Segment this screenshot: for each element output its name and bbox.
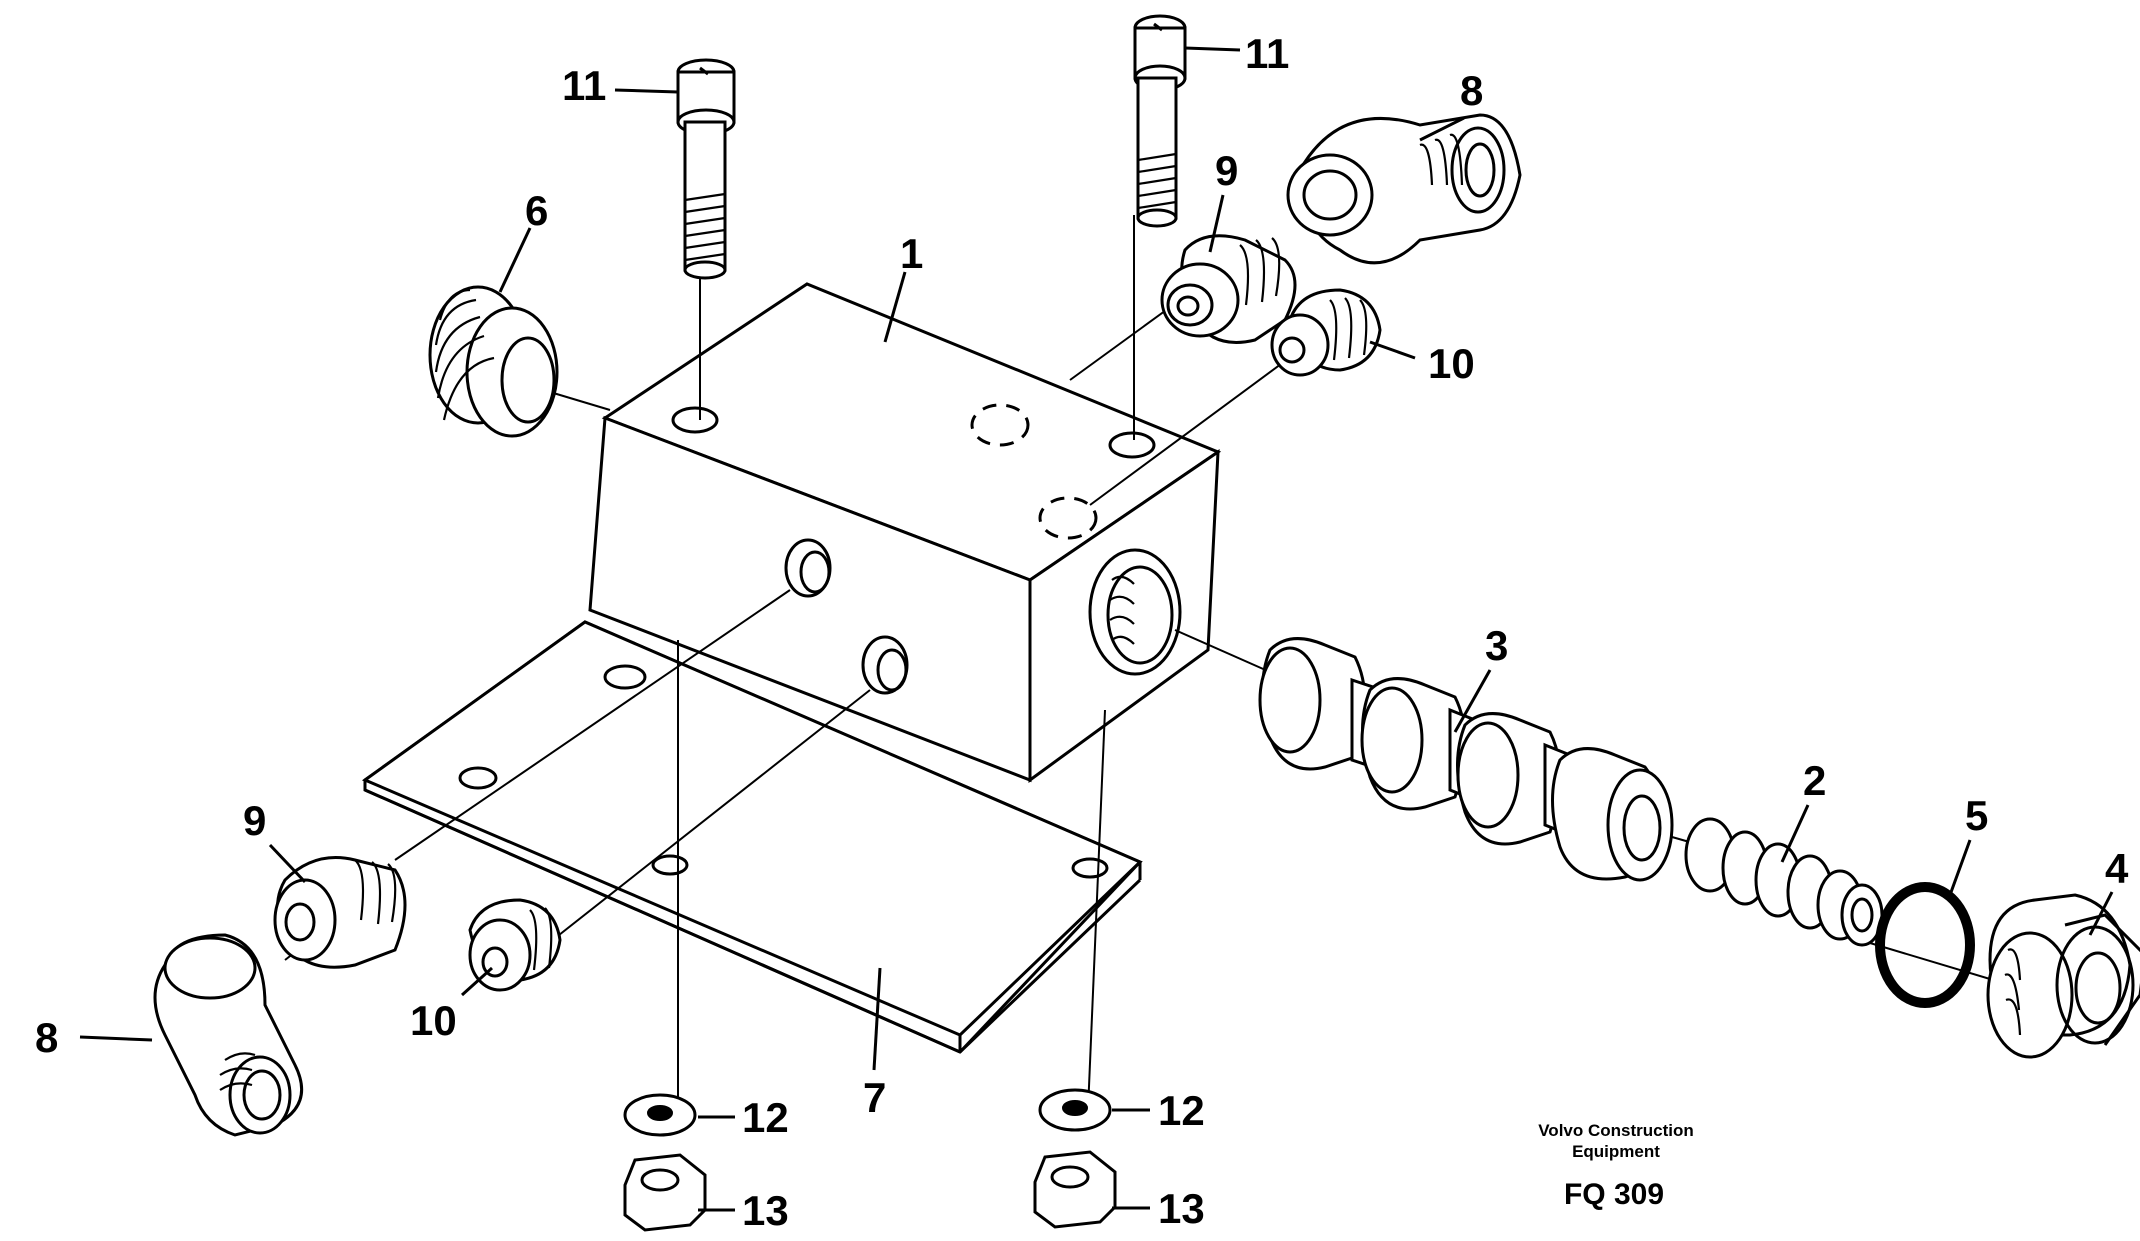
nut-part-13-left	[623, 1153, 707, 1232]
caption-figure-code: FQ 309	[1564, 1178, 1664, 1211]
callout-8-top: 8	[1460, 67, 1483, 114]
plug-part-4	[1986, 893, 2140, 1059]
washer-part-12-left	[623, 1093, 697, 1137]
valve-block-part-1	[588, 282, 1222, 783]
nut-part-13-right	[1033, 1150, 1117, 1229]
callout-7: 7	[863, 1074, 886, 1121]
bolt-part-11-left	[676, 58, 736, 280]
callout-1: 1	[900, 230, 923, 277]
adapter-fitting-part-9-top	[1160, 234, 1297, 344]
elbow-fitting-part-8-top	[1286, 113, 1522, 265]
callout-3: 3	[1485, 622, 1508, 669]
plug-part-6	[428, 285, 559, 438]
callout-12-left: 12	[742, 1094, 789, 1141]
callout-10-top: 10	[1428, 340, 1475, 387]
o-ring-part-5	[1875, 882, 1975, 1008]
callout-13-right: 13	[1158, 1185, 1205, 1232]
callout-12-right: 12	[1158, 1087, 1205, 1134]
callout-5: 5	[1965, 792, 1988, 839]
callout-10-bottom: 10	[410, 997, 457, 1044]
callout-11-left: 11	[562, 62, 606, 109]
callout-leader-lines	[79, 46, 2114, 1212]
caption-brand-line2: Equipment	[1572, 1142, 1660, 1161]
callout-2: 2	[1803, 757, 1826, 804]
callout-9-bottom: 9	[243, 797, 266, 844]
adapter-fitting-part-9-bottom	[273, 856, 407, 969]
spool-part-3	[1258, 637, 1674, 882]
callout-labels: 11 11 6 1 8 9 10 3 2 5 4 9 8 10 7 12 12 …	[35, 30, 2129, 1234]
plug-part-10-top	[1270, 288, 1382, 377]
elbow-fitting-part-8-bottom	[153, 933, 304, 1137]
callout-6: 6	[525, 187, 548, 234]
callout-4: 4	[2105, 845, 2129, 892]
figure-caption: Volvo Construction Equipment FQ 309	[1538, 1121, 1694, 1211]
spring-part-2	[1684, 817, 1884, 947]
callout-9-top: 9	[1215, 147, 1238, 194]
caption-brand-line1: Volvo Construction	[1538, 1121, 1694, 1140]
callout-11-right: 11	[1245, 30, 1289, 77]
callout-13-left: 13	[742, 1187, 789, 1234]
washer-part-12-right	[1038, 1088, 1112, 1132]
callout-8-bottom: 8	[35, 1014, 58, 1061]
bolt-part-11-right	[1133, 14, 1187, 228]
mounting-plate-part-7	[361, 620, 1143, 1054]
